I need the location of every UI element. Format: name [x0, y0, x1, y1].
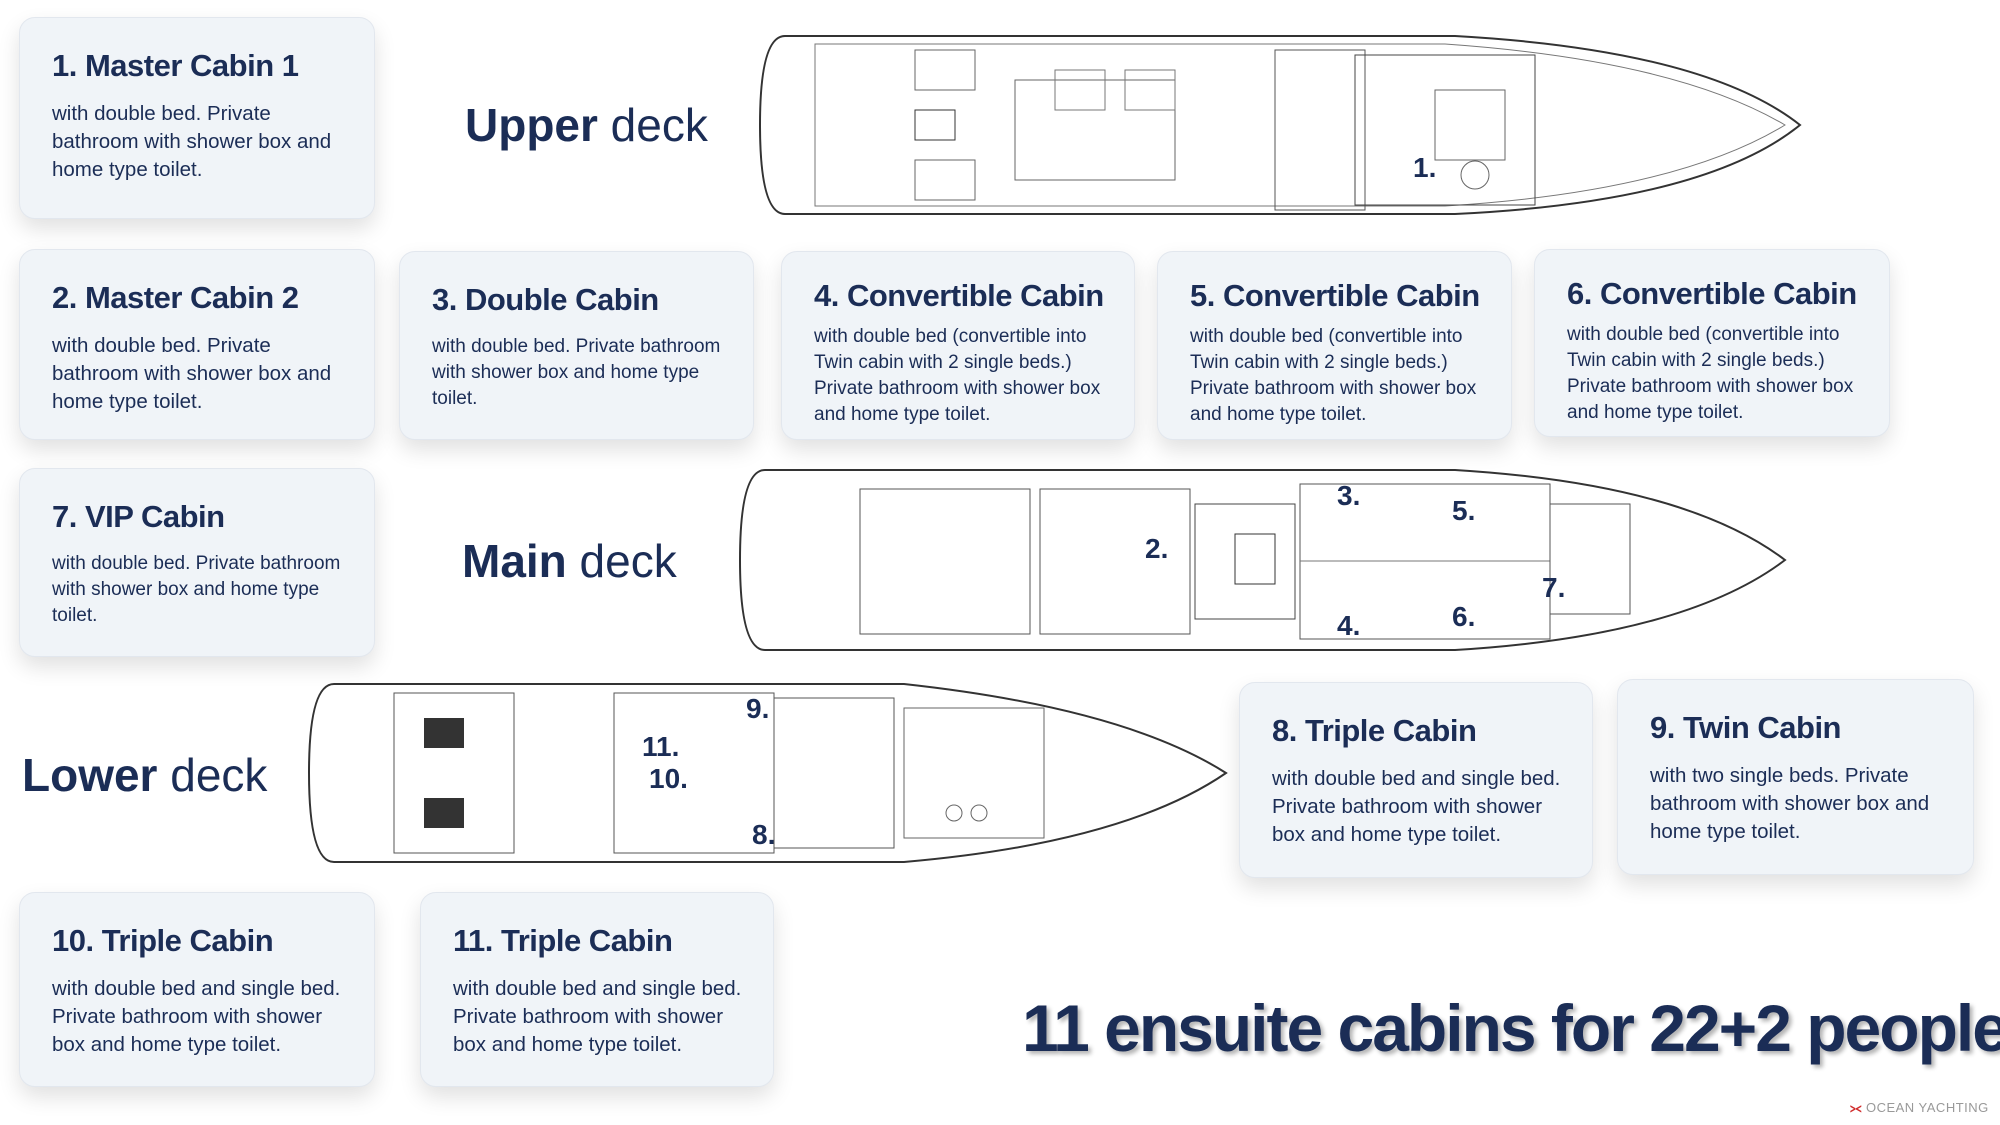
cabin-marker: 10.	[649, 763, 688, 794]
cabin-marker: 1.	[1413, 152, 1436, 183]
cabin-card-4: 4. Convertible Cabin with double bed (co…	[781, 251, 1135, 440]
cabin-title: 8. Triple Cabin	[1272, 713, 1477, 748]
deck-name: Lower	[22, 749, 158, 801]
cabin-card-9: 9. Twin Cabin with two single beds. Priv…	[1617, 679, 1974, 875]
deck-suffix: deck	[157, 749, 268, 801]
cabin-description: with double bed (convertible into Twin c…	[1190, 326, 1477, 425]
cabin-card-6: 6. Convertible Cabin with double bed (co…	[1534, 249, 1890, 437]
cabin-description: with double bed and single bed. Private …	[453, 977, 742, 1056]
cabin-card-3: 3. Double Cabin with double bed. Private…	[399, 251, 754, 440]
lower-deck-label: Lower deck	[22, 748, 267, 802]
cabin-description: with double bed and single bed. Private …	[52, 977, 341, 1056]
cabin-description: with double bed. Private bathroom with s…	[432, 336, 721, 409]
brand-logo: ⪥OCEAN YACHTING	[1850, 1100, 1989, 1116]
cabin-marker: 2.	[1145, 533, 1168, 564]
cabin-marker: 8.	[752, 819, 775, 850]
logo-text: OCEAN YACHTING	[1865, 1100, 1989, 1115]
cabin-marker: 9.	[746, 693, 769, 724]
cabin-card-10: 10. Triple Cabin with double bed and sin…	[19, 892, 375, 1087]
deck-suffix: deck	[566, 535, 677, 587]
cabin-card-11: 11. Triple Cabin with double bed and sin…	[420, 892, 774, 1087]
cabin-description: with double bed (convertible into Twin c…	[1567, 324, 1854, 423]
cabin-title: 1. Master Cabin 1	[52, 48, 299, 83]
cabin-card-8: 8. Triple Cabin with double bed and sing…	[1239, 682, 1593, 878]
cabin-marker: 5.	[1452, 495, 1475, 526]
cabin-card-1: 1. Master Cabin 1 with double bed. Priva…	[19, 17, 375, 219]
cabin-title: 10. Triple Cabin	[52, 923, 274, 958]
main-deck-label: Main deck	[462, 534, 677, 588]
cabin-title: 7. VIP Cabin	[52, 499, 225, 534]
cabin-card-2: 2. Master Cabin 2 with double bed. Priva…	[19, 249, 375, 440]
headline: 11 ensuite cabins for 22+2 people	[1022, 991, 2000, 1065]
cabin-title: 2. Master Cabin 2	[52, 280, 299, 315]
cabin-title: 3. Double Cabin	[432, 282, 659, 317]
cabin-marker: 3.	[1337, 480, 1360, 511]
cabin-title: 9. Twin Cabin	[1650, 710, 1842, 745]
cabin-title: 11. Triple Cabin	[453, 923, 673, 958]
cabin-description: with two single beds. Private bathroom w…	[1650, 764, 1930, 843]
cabin-title: 4. Convertible Cabin	[814, 278, 1104, 313]
cabin-card-7: 7. VIP Cabin with double bed. Private ba…	[19, 468, 375, 657]
cabin-description: with double bed. Private bathroom with s…	[52, 334, 332, 413]
upper-deck-label: Upper deck	[465, 98, 708, 152]
cabin-description: with double bed. Private bathroom with s…	[52, 553, 341, 626]
cabin-marker: 6.	[1452, 601, 1475, 632]
main-deck-plan: 2. 3. 4. 5. 6. 7.	[738, 469, 1787, 651]
cabin-description: with double bed (convertible into Twin c…	[814, 326, 1101, 425]
lower-deck-plan: 8. 9. 10. 11.	[307, 683, 1228, 863]
cabin-description: with double bed. Private bathroom with s…	[52, 102, 332, 181]
cabin-marker: 7.	[1542, 572, 1565, 603]
upper-deck-plan: 1.	[758, 35, 1802, 215]
cabin-card-5: 5. Convertible Cabin with double bed (co…	[1157, 251, 1512, 440]
deck-name: Upper	[465, 99, 598, 151]
cabin-title: 5. Convertible Cabin	[1190, 278, 1480, 313]
deck-name: Main	[462, 535, 567, 587]
cabin-description: with double bed and single bed. Private …	[1272, 767, 1561, 846]
cabin-title: 6. Convertible Cabin	[1567, 276, 1857, 311]
cabin-marker: 4.	[1337, 610, 1360, 641]
deck-suffix: deck	[597, 99, 708, 151]
fish-logo-icon: ⪥	[1850, 1100, 1862, 1115]
cabin-marker: 11.	[642, 731, 679, 762]
